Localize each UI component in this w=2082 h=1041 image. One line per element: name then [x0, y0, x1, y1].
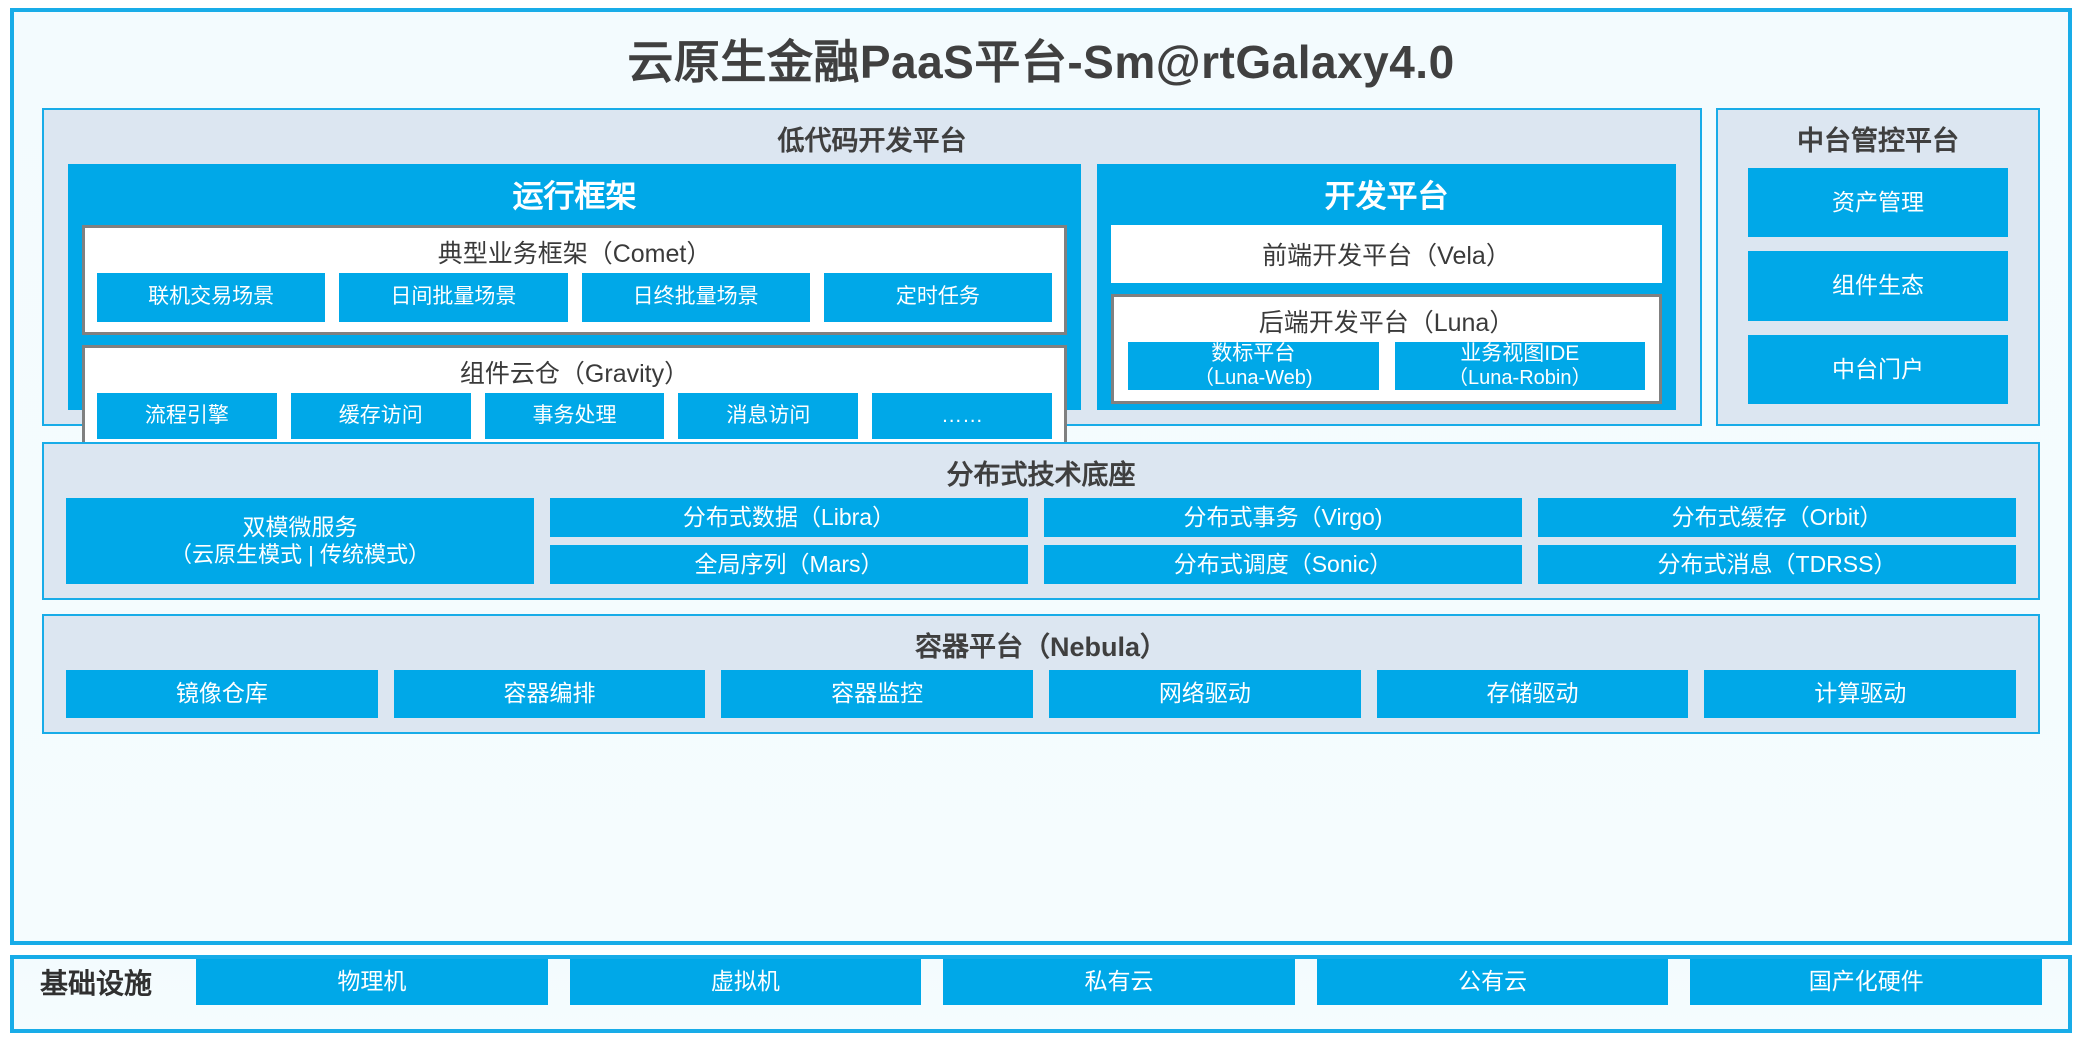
foundation-column-2: 分布式事务（Virgo) 分布式调度（Sonic） — [1044, 498, 1522, 584]
container-body: 镜像仓库 容器编排 容器监控 网络驱动 存储驱动 计算驱动 — [44, 670, 2038, 732]
infrastructure-item-virtual-machine[interactable]: 虚拟机 — [569, 959, 922, 1005]
gravity-item-more[interactable]: …… — [872, 393, 1053, 439]
foundation-item-orbit[interactable]: 分布式缓存（Orbit） — [1538, 498, 2016, 537]
runtime-framework-title: 运行框架 — [512, 179, 637, 214]
gravity-box: 组件云仓（Gravity） 流程引擎 缓存访问 事务处理 消息访问 …… — [82, 345, 1068, 452]
luna-item-luna-web[interactable]: 数标平台 （Luna-Web) — [1128, 342, 1379, 391]
dual-mode-line1: 双模微服务 — [242, 514, 358, 541]
foundation-item-libra[interactable]: 分布式数据（Libra） — [550, 498, 1028, 537]
mgmt-item-portal[interactable]: 中台门户 — [1748, 334, 2008, 404]
luna-web-line1: 数标平台 — [1211, 342, 1296, 365]
comet-item-intraday-batch[interactable]: 日间批量场景 — [339, 273, 568, 322]
mgmt-platform-title: 中台管控平台 — [1797, 126, 1959, 156]
foundation-column-1: 分布式数据（Libra） 全局序列（Mars） — [550, 498, 1028, 584]
gravity-item-transaction[interactable]: 事务处理 — [484, 393, 665, 439]
luna-robin-line2: （Luna-Robin） — [1448, 366, 1592, 389]
mgmt-platform-group: 中台管控平台 资产管理 组件生态 中台门户 — [1716, 108, 2040, 426]
infrastructure-panel: 基础设施 物理机 虚拟机 私有云 公有云 国产化硬件 — [10, 955, 2072, 1033]
foundation-column-3: 分布式缓存（Orbit） 分布式消息（TDRSS） — [1538, 498, 2016, 584]
development-platform-title: 开发平台 — [1324, 179, 1449, 214]
comet-title: 典型业务框架（Comet） — [437, 240, 712, 268]
container-item-image-registry[interactable]: 镜像仓库 — [66, 670, 378, 718]
foundation-title: 分布式技术底座 — [946, 460, 1136, 490]
gravity-item-message-access[interactable]: 消息访问 — [678, 393, 859, 439]
container-platform-group: 容器平台（Nebula） 镜像仓库 容器编排 容器监控 网络驱动 存储驱动 计算… — [42, 614, 2040, 734]
luna-backend-box: 后端开发平台（Luna） 数标平台 （Luna-Web) 业务视图IDE （Lu… — [1111, 294, 1662, 405]
foundation-body: 双模微服务 （云原生模式 | 传统模式） 分布式数据（Libra） 全局序列（M… — [44, 498, 2038, 598]
container-item-orchestration[interactable]: 容器编排 — [393, 670, 706, 718]
luna-web-line2: （Luna-Web) — [1193, 366, 1313, 389]
comet-item-scheduled-task[interactable]: 定时任务 — [823, 273, 1053, 322]
infrastructure-label: 基础设施 — [40, 968, 153, 999]
gravity-title: 组件云仓（Gravity） — [459, 360, 690, 388]
mgmt-body: 资产管理 组件生态 中台门户 — [1718, 164, 2038, 424]
container-item-storage-driver[interactable]: 存储驱动 — [1376, 670, 1689, 718]
comet-chip-row: 联机交易场景 日间批量场景 日终批量场景 定时任务 — [85, 273, 1064, 332]
foundation-item-dual-mode-microservice[interactable]: 双模微服务 （云原生模式 | 传统模式） — [66, 498, 534, 584]
mgmt-item-component-ecosystem[interactable]: 组件生态 — [1748, 251, 2008, 321]
infrastructure-item-physical-machine[interactable]: 物理机 — [196, 959, 548, 1005]
page-title: 云原生金融PaaS平台-Sm@rtGalaxy4.0 — [627, 36, 1455, 88]
luna-robin-line1: 业务视图IDE — [1460, 342, 1580, 365]
foundation-item-mars[interactable]: 全局序列（Mars） — [550, 545, 1028, 584]
runtime-framework-pane: 运行框架 典型业务框架（Comet） 联机交易场景 日间批量场景 日终批量场景 … — [68, 164, 1082, 452]
upper-row: 低代码开发平台 运行框架 典型业务框架（Comet） 联机交易场景 日间批量场景… — [14, 108, 2068, 452]
comet-item-eod-batch[interactable]: 日终批量场景 — [581, 273, 810, 322]
gravity-item-process-engine[interactable]: 流程引擎 — [97, 393, 277, 439]
container-item-network-driver[interactable]: 网络驱动 — [1049, 670, 1361, 718]
mgmt-item-asset-management[interactable]: 资产管理 — [1748, 168, 2008, 238]
foundation-group: 分布式技术底座 双模微服务 （云原生模式 | 传统模式） 分布式数据（Libra… — [42, 442, 2040, 600]
development-platform-pane: 开发平台 前端开发平台（Vela） 后端开发平台（Luna） 数标平台 （Lun… — [1097, 164, 1676, 410]
container-row: 容器平台（Nebula） 镜像仓库 容器编排 容器监控 网络驱动 存储驱动 计算… — [14, 600, 2068, 754]
gravity-chip-row: 流程引擎 缓存访问 事务处理 消息访问 …… — [85, 393, 1064, 449]
container-item-compute-driver[interactable]: 计算驱动 — [1704, 670, 2017, 718]
lowcode-platform-group: 低代码开发平台 运行框架 典型业务框架（Comet） 联机交易场景 日间批量场景… — [42, 108, 1702, 452]
lowcode-platform-title: 低代码开发平台 — [777, 126, 967, 156]
foundation-item-tdrss[interactable]: 分布式消息（TDRSS） — [1538, 545, 2016, 584]
infrastructure-item-public-cloud[interactable]: 公有云 — [1316, 959, 1669, 1005]
gravity-item-cache-access[interactable]: 缓存访问 — [290, 393, 471, 439]
infrastructure-item-domestic-hardware[interactable]: 国产化硬件 — [1690, 959, 2042, 1005]
dual-mode-line2: （云原生模式 | 传统模式） — [170, 541, 430, 567]
luna-chip-row: 数标平台 （Luna-Web) 业务视图IDE （Luna-Robin） — [1114, 342, 1659, 401]
comet-item-online-trade[interactable]: 联机交易场景 — [97, 273, 326, 322]
foundation-item-sonic[interactable]: 分布式调度（Sonic） — [1044, 545, 1522, 584]
foundation-row: 分布式技术底座 双模微服务 （云原生模式 | 传统模式） 分布式数据（Libra… — [14, 426, 2068, 600]
foundation-item-virgo[interactable]: 分布式事务（Virgo) — [1044, 498, 1522, 537]
luna-item-luna-robin[interactable]: 业务视图IDE （Luna-Robin） — [1394, 342, 1645, 391]
container-platform-title: 容器平台（Nebula） — [914, 632, 1168, 662]
platform-panel: 云原生金融PaaS平台-Sm@rtGalaxy4.0 低代码开发平台 运行框架 … — [10, 8, 2072, 945]
infrastructure-item-private-cloud[interactable]: 私有云 — [943, 959, 1295, 1005]
comet-box: 典型业务框架（Comet） 联机交易场景 日间批量场景 日终批量场景 定时任务 — [82, 225, 1068, 335]
infrastructure-inner: 基础设施 物理机 虚拟机 私有云 公有云 国产化硬件 — [14, 959, 2068, 1005]
vela-frontend-box[interactable]: 前端开发平台（Vela） — [1111, 225, 1662, 283]
lowcode-body: 运行框架 典型业务框架（Comet） 联机交易场景 日间批量场景 日终批量场景 … — [44, 164, 1700, 452]
container-item-monitoring[interactable]: 容器监控 — [721, 670, 1034, 718]
luna-title: 后端开发平台（Luna） — [1258, 309, 1515, 337]
